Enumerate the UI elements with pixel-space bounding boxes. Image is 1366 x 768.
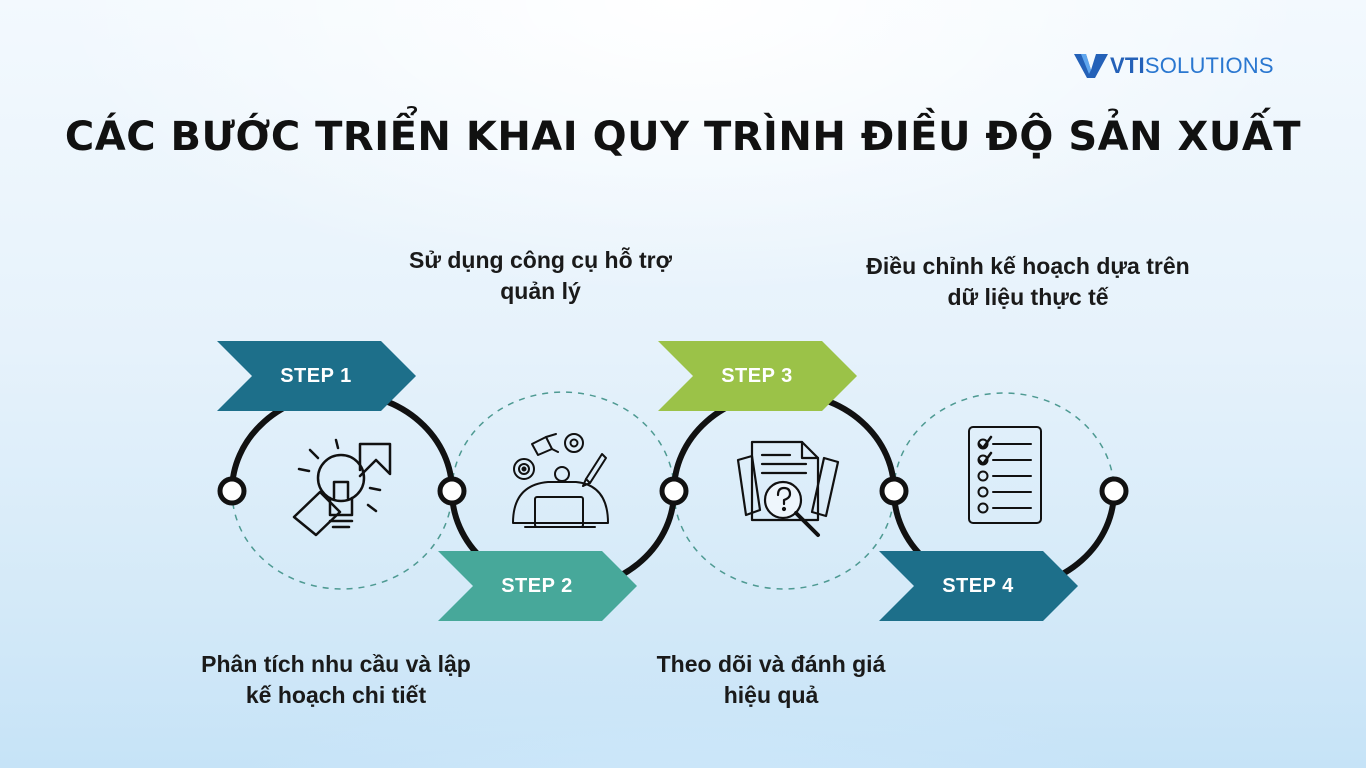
checklist-icon (968, 426, 1042, 524)
logo-prefix: VTI (1110, 53, 1145, 78)
page-title: CÁC BƯỚC TRIỂN KHAI QUY TRÌNH ĐIỀU ĐỘ SẢ… (64, 114, 1302, 160)
node-1 (217, 476, 247, 506)
document-search-icon (736, 440, 840, 537)
step-4-label: STEP 4 (942, 575, 1014, 597)
step-2-description: Sử dụng công cụ hỗ trợ quản lý (409, 247, 672, 304)
step-1-ribbon (217, 341, 416, 411)
node-4 (879, 476, 909, 506)
lightbulb-icon (292, 438, 392, 537)
node-2 (437, 476, 467, 506)
dashed-arc-2 (451, 391, 675, 492)
step-2-ribbon (438, 551, 637, 621)
dashed-arc-3 (673, 490, 895, 590)
manager-tools-icon (512, 433, 609, 528)
step-3-description: Theo dõi và đánh giá hiệu quả (656, 651, 886, 708)
dashed-arc-1 (231, 490, 453, 590)
dashed-arc-4 (893, 392, 1115, 492)
logo-suffix: SOLUTIONS (1144, 53, 1274, 78)
step-4-description: Điều chỉnh kế hoạch dựa trên dữ liệu thự… (866, 253, 1190, 310)
step-3-ribbon (658, 341, 857, 411)
vti-logo-icon (1074, 54, 1108, 78)
step-1-label: STEP 1 (280, 365, 352, 387)
node-5 (1099, 476, 1129, 506)
vti-logo: VTISOLUTIONS (1074, 50, 1274, 82)
step-2-label: STEP 2 (501, 575, 573, 597)
step-4-ribbon (879, 551, 1078, 621)
step-3-label: STEP 3 (721, 365, 793, 387)
step-1-description: Phân tích nhu cầu và lập kế hoạch chi ti… (201, 651, 471, 708)
node-3 (659, 476, 689, 506)
